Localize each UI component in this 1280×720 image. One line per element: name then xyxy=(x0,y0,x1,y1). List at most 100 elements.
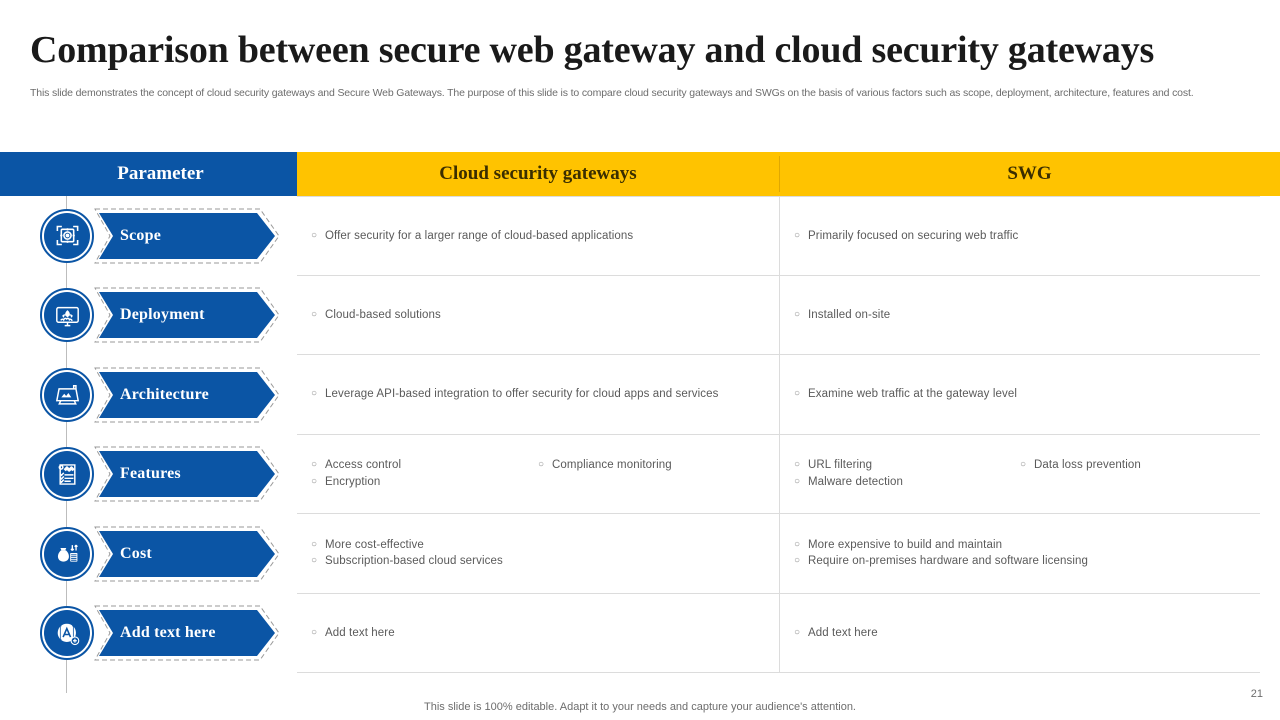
bullet-column-right: ○Data loss prevention xyxy=(1020,457,1246,490)
bullet-text: Cloud-based solutions xyxy=(325,308,441,321)
table-header-row: Parameter Cloud security gateways SWG xyxy=(0,152,1280,196)
cell-swg: ○ Primarily focused on securing web traff… xyxy=(779,197,1260,275)
parameter-chevron-outline xyxy=(94,367,280,423)
bullet-text: Leverage API-based integration to offer … xyxy=(325,388,719,400)
slide-subtitle: This slide demonstrates the concept of c… xyxy=(30,87,1194,99)
bullet-item: ○ Examine web traffic at the gateway leve… xyxy=(794,386,1246,403)
bullet-item: ○ Cloud-based solutions xyxy=(311,307,765,324)
parameter-chevron-banner[interactable] xyxy=(99,212,275,259)
parameter-chevron-outline xyxy=(94,208,280,264)
checklist-stars-icon xyxy=(44,451,90,498)
bullet-column-left: ○Access control○Encryption xyxy=(311,457,538,490)
comparison-table: ○Offer security for a larger range of cl… xyxy=(297,196,1260,673)
bullet-item: ○Access control xyxy=(311,457,538,474)
bullet-list: ○Offer security for a larger range of cl… xyxy=(311,228,765,245)
bullet-text: Access control xyxy=(325,459,402,472)
table-row: ○ Leverage API-based integration to offer… xyxy=(297,355,1260,435)
parameter-item-scope[interactable]: Scope xyxy=(0,208,297,269)
parameter-label: Features xyxy=(120,465,181,483)
parameter-item-add-text-here[interactable]: Add text here xyxy=(0,605,297,666)
bullet-text: Add text here xyxy=(808,626,878,639)
parameter-item-features[interactable]: Features xyxy=(0,446,297,507)
bullet-columns: ○Access control○Encryption○ Compliance mo… xyxy=(311,457,765,490)
parameter-chevron-outline xyxy=(94,526,280,582)
timeline-connector-line xyxy=(66,196,67,693)
bullet-text: Add text here xyxy=(325,626,395,639)
bullet-marker-icon: ○ xyxy=(538,459,545,471)
bullet-column-left: ○URL filtering○Malware detection xyxy=(794,457,1020,490)
bullet-marker-icon: ○ xyxy=(794,538,801,550)
blueprint-icon xyxy=(44,371,90,418)
footer-note: This slide is 100% editable. Adapt it to… xyxy=(424,701,856,713)
header-parameter: Parameter xyxy=(0,152,297,196)
bullet-item: ○ Primarily focused on securing web traff… xyxy=(794,228,1246,245)
bullet-marker-icon: ○ xyxy=(311,388,318,399)
bullet-text: Installed on-site xyxy=(808,308,891,321)
target-scope-icon xyxy=(44,212,90,259)
parameter-label: Scope xyxy=(120,226,161,244)
bullet-columns: ○URL filtering○Malware detection○Data lo… xyxy=(794,457,1246,490)
bullet-marker-icon: ○ xyxy=(794,459,801,471)
bullet-list: ○ Cloud-based solutions xyxy=(311,307,765,324)
bullet-marker-icon: ○ xyxy=(794,388,801,399)
bullet-text: More cost-effective xyxy=(325,538,424,551)
bullet-list: ○More cost-effective○Subscription-based … xyxy=(311,537,765,570)
bullet-text: More expensive to build and maintain xyxy=(808,538,1003,551)
bullet-item: ○Offer security for a larger range of cl… xyxy=(311,228,765,245)
bullet-text: Compliance monitoring xyxy=(552,459,672,472)
parameter-label: Architecture xyxy=(120,385,209,403)
parameter-chevron-banner[interactable] xyxy=(99,530,275,577)
bullet-marker-icon: ○ xyxy=(794,229,801,241)
cell-swg: ○ Installed on-site xyxy=(779,275,1260,354)
bullet-marker-icon: ○ xyxy=(794,308,801,320)
bullet-text: Examine web traffic at the gateway level xyxy=(808,388,1017,400)
bullet-item: ○Add text here xyxy=(311,625,765,642)
cell-cloud-security-gateways: ○Add text here xyxy=(297,594,779,673)
cell-swg: ○Add text here xyxy=(779,593,1260,672)
bullet-item: ○Require on-premises hardware and softwa… xyxy=(794,553,1246,570)
cell-cloud-security-gateways: ○Access control○Encryption○ Compliance mo… xyxy=(297,435,779,514)
bullet-item: ○ URL filtering xyxy=(794,457,1020,474)
bullet-list: ○ Leverage API-based integration to offer… xyxy=(311,386,765,403)
bullet-list: ○ More expensive to build and maintain ○Re… xyxy=(794,537,1246,570)
bullet-column-right: ○ Compliance monitoring xyxy=(538,457,765,490)
rocket-monitor-icon xyxy=(44,292,90,339)
bullet-item: ○ More expensive to build and maintain xyxy=(794,537,1246,554)
bullet-item: ○Encryption xyxy=(311,474,538,491)
bullet-text: Subscription-based cloud services xyxy=(325,555,503,568)
table-row: ○More cost-effective○Subscription-based … xyxy=(297,514,1260,594)
bullet-list: ○ Primarily focused on securing web traff… xyxy=(794,228,1246,245)
parameter-chevron-banner[interactable] xyxy=(99,292,275,339)
header-swg: SWG xyxy=(779,152,1280,196)
parameter-item-cost[interactable]: $ Cost xyxy=(0,526,297,587)
parameter-item-deployment[interactable]: Deployment xyxy=(0,287,297,348)
parameter-chevron-outline xyxy=(94,446,280,502)
parameter-item-architecture[interactable]: Architecture xyxy=(0,367,297,428)
table-row: ○Access control○Encryption○Compliance mo… xyxy=(297,434,1260,514)
bullet-text: URL filtering xyxy=(808,459,873,472)
bullet-item: ○ Installed on-site xyxy=(794,307,1246,324)
parameter-chevron-banner[interactable] xyxy=(99,451,275,498)
bullet-text: Data loss prevention xyxy=(1034,459,1141,472)
bullet-item: ○More cost-effective xyxy=(311,537,765,554)
cell-cloud-security-gateways: ○More cost-effective○Subscription-based … xyxy=(297,514,779,593)
cell-swg: ○ More expensive to build and maintain ○Re… xyxy=(779,514,1260,593)
table-row: ○ Cloud-based solutions ○ Installed on-site xyxy=(297,275,1260,355)
cell-swg: ○URL filtering○Malware detection○Data lo… xyxy=(779,434,1260,513)
bullet-list: ○ Installed on-site xyxy=(794,307,1246,324)
bullet-text: Primarily focused on securing web traffi… xyxy=(808,229,1019,242)
parameter-chevron-banner[interactable] xyxy=(99,610,275,657)
cell-cloud-security-gateways: ○ Leverage API-based integration to offer… xyxy=(297,355,779,434)
bullet-marker-icon: ○ xyxy=(311,308,318,320)
table-row: ○Add text here ○Add text here xyxy=(297,593,1260,673)
parameter-chevron-outline xyxy=(94,605,280,661)
parameter-label: Cost xyxy=(120,544,152,562)
bullet-marker-icon: ○ xyxy=(311,229,318,241)
cell-cloud-security-gateways: ○Offer security for a larger range of cl… xyxy=(297,197,779,275)
bullet-item: ○Add text here xyxy=(794,625,1246,642)
bullet-item: ○Subscription-based cloud services xyxy=(311,553,765,570)
bullet-text: Require on-premises hardware and softwar… xyxy=(808,555,1088,568)
add-text-icon xyxy=(44,610,90,657)
parameter-chevron-banner[interactable] xyxy=(99,371,275,418)
